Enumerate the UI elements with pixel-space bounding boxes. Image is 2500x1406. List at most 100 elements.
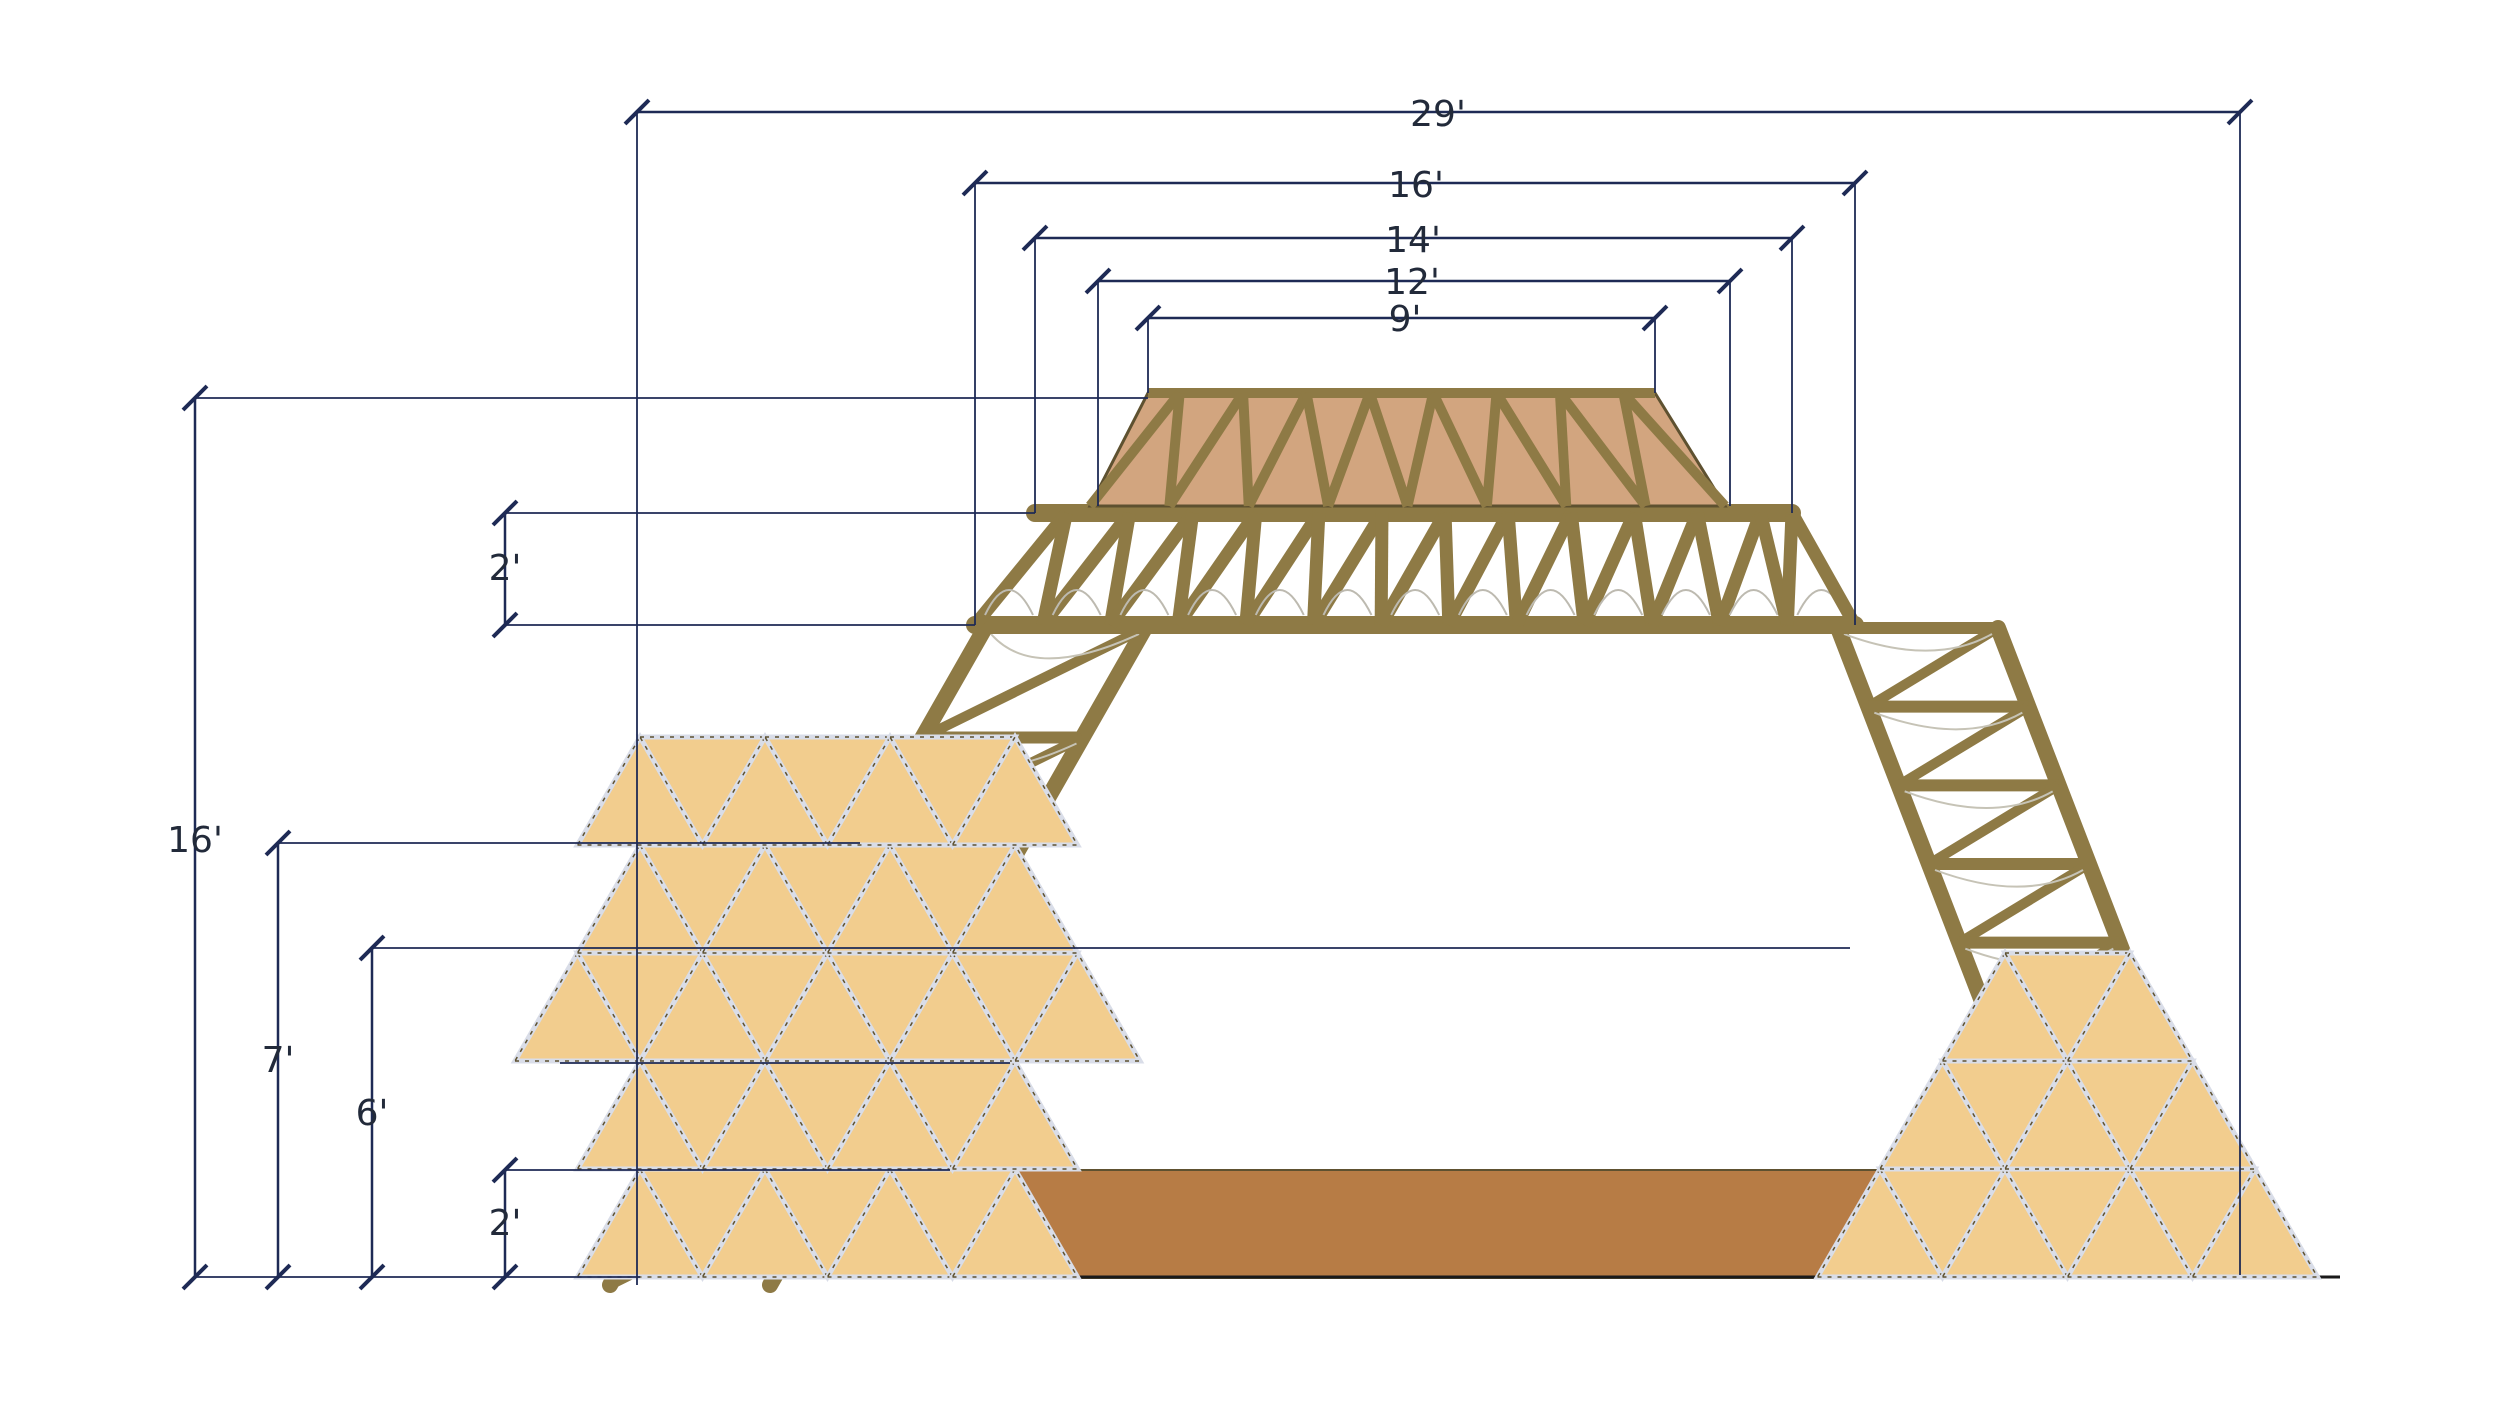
- leg-membrane: [1904, 790, 2054, 809]
- panel-fasteners: [888, 951, 1017, 1062]
- truss-membrane: [1525, 589, 1576, 616]
- truss-membrane: [984, 589, 1034, 616]
- dimension-labels: 29' 16' 14' 12' 9' 16' 2' 7' 6' 2': [167, 94, 1466, 1244]
- panel-fasteners: [576, 735, 704, 846]
- truss-web: [1645, 510, 1704, 628]
- panel-fasteners: [951, 1059, 1079, 1170]
- panel-fasteners: [1941, 951, 2069, 1062]
- panel-fasteners: [701, 1059, 829, 1170]
- right-panel-stack: [1813, 948, 2322, 1282]
- truss-depth-label: 2': [489, 548, 522, 589]
- structure-drawing: [510, 388, 2340, 1293]
- panel-fasteners: [638, 951, 767, 1062]
- leg-membrane: [1934, 869, 2084, 888]
- panel-fasteners: [1941, 1167, 2069, 1278]
- leg-membrane: [1873, 711, 2023, 731]
- panel-fasteners: [701, 1167, 829, 1278]
- left-panel-stack: [510, 732, 1145, 1282]
- dimension-lines: [181, 98, 2254, 1291]
- truss-web: [1786, 509, 1861, 629]
- truss-web: [1240, 509, 1325, 629]
- roof-strut: [1492, 390, 1571, 509]
- panel-fasteners: [701, 843, 829, 954]
- truss-web: [1306, 512, 1326, 626]
- roof-strut: [1554, 392, 1572, 507]
- truss-membrane: [1119, 589, 1170, 616]
- roof-strut: [1402, 391, 1439, 508]
- roof-strut: [1086, 389, 1184, 510]
- truss-web: [1172, 509, 1262, 629]
- truss-bottom-width-label: 16': [1388, 165, 1444, 206]
- truss-web: [1578, 510, 1641, 628]
- overall-width-label: 29': [1410, 94, 1466, 135]
- floor-platform: [948, 1169, 1882, 1279]
- panel-fasteners: [826, 843, 954, 954]
- panel-fasteners: [2128, 1059, 2257, 1170]
- truss-web: [1780, 512, 1799, 626]
- panel-fasteners: [513, 951, 642, 1062]
- panel-fasteners: [701, 735, 829, 846]
- leg-membrane: [1843, 633, 1993, 652]
- panel-fasteners: [2066, 951, 2194, 1062]
- truss-web: [1036, 511, 1073, 627]
- truss-membrane: [1728, 589, 1779, 616]
- left-stack-height-label: 7': [262, 1040, 295, 1081]
- roof-strut: [1244, 390, 1311, 509]
- roof-bottom-width-label: 12': [1384, 262, 1440, 303]
- truss-membrane: [1661, 589, 1711, 616]
- panel-fasteners: [576, 843, 704, 954]
- truss-membrane: [1187, 589, 1237, 616]
- roof-strut: [1365, 391, 1413, 508]
- truss-web: [1501, 512, 1524, 626]
- panel-fasteners: [2003, 1059, 2132, 1170]
- panel-fasteners: [2003, 952, 2132, 1063]
- truss-membrane: [1390, 589, 1441, 616]
- panel-fasteners: [2066, 1167, 2194, 1278]
- truss-membrane: [1593, 589, 1644, 616]
- panel-fasteners: [763, 736, 892, 847]
- roof-strut: [1619, 389, 1729, 510]
- panel-fasteners: [826, 1167, 954, 1278]
- roof-strut: [1165, 390, 1248, 509]
- truss-web: [1510, 510, 1578, 628]
- panel-fasteners: [951, 1167, 1079, 1278]
- panel-fasteners: [2191, 1167, 2319, 1278]
- truss-membrane: [1322, 589, 1373, 616]
- panel-fasteners: [1878, 1059, 2007, 1170]
- panel-fasteners: [1816, 1167, 1944, 1278]
- roof-strut: [1428, 390, 1492, 509]
- roof-strut: [1555, 389, 1650, 510]
- truss-web: [1438, 512, 1456, 626]
- panel-fasteners: [951, 735, 1079, 846]
- panel-fasteners: [576, 1059, 704, 1170]
- leg-membrane: [990, 633, 1140, 660]
- roof-top-width-label: 9': [1389, 299, 1422, 340]
- roof-strut: [1618, 392, 1651, 507]
- roof-strut: [1481, 392, 1502, 507]
- roof-strut: [1164, 392, 1185, 507]
- truss-membrane: [1051, 589, 1102, 616]
- panel-fasteners: [763, 951, 892, 1062]
- overall-height-label: 16': [167, 820, 223, 861]
- truss: [966, 504, 1864, 634]
- truss-membrane: [1457, 589, 1508, 616]
- right-stack-height-label: 6': [356, 1093, 389, 1134]
- truss-membrane: [1254, 589, 1305, 616]
- roof-strut: [1301, 392, 1334, 507]
- truss-web: [1690, 511, 1726, 627]
- truss-web: [1713, 510, 1767, 628]
- roof-strut: [1323, 391, 1375, 508]
- roof: [1086, 388, 1729, 510]
- panel-fasteners: [1013, 951, 1142, 1062]
- truss-web: [1374, 512, 1389, 626]
- panel-fasteners: [888, 736, 1017, 847]
- truss-web: [1564, 512, 1591, 626]
- floor-height-label: 2': [489, 1203, 522, 1244]
- roof-strut: [1238, 392, 1254, 507]
- truss-top-width-label: 14': [1385, 220, 1441, 261]
- truss-web: [1171, 512, 1200, 626]
- truss-web: [1103, 511, 1137, 627]
- panel-fasteners: [951, 843, 1079, 954]
- truss-web: [1627, 511, 1659, 627]
